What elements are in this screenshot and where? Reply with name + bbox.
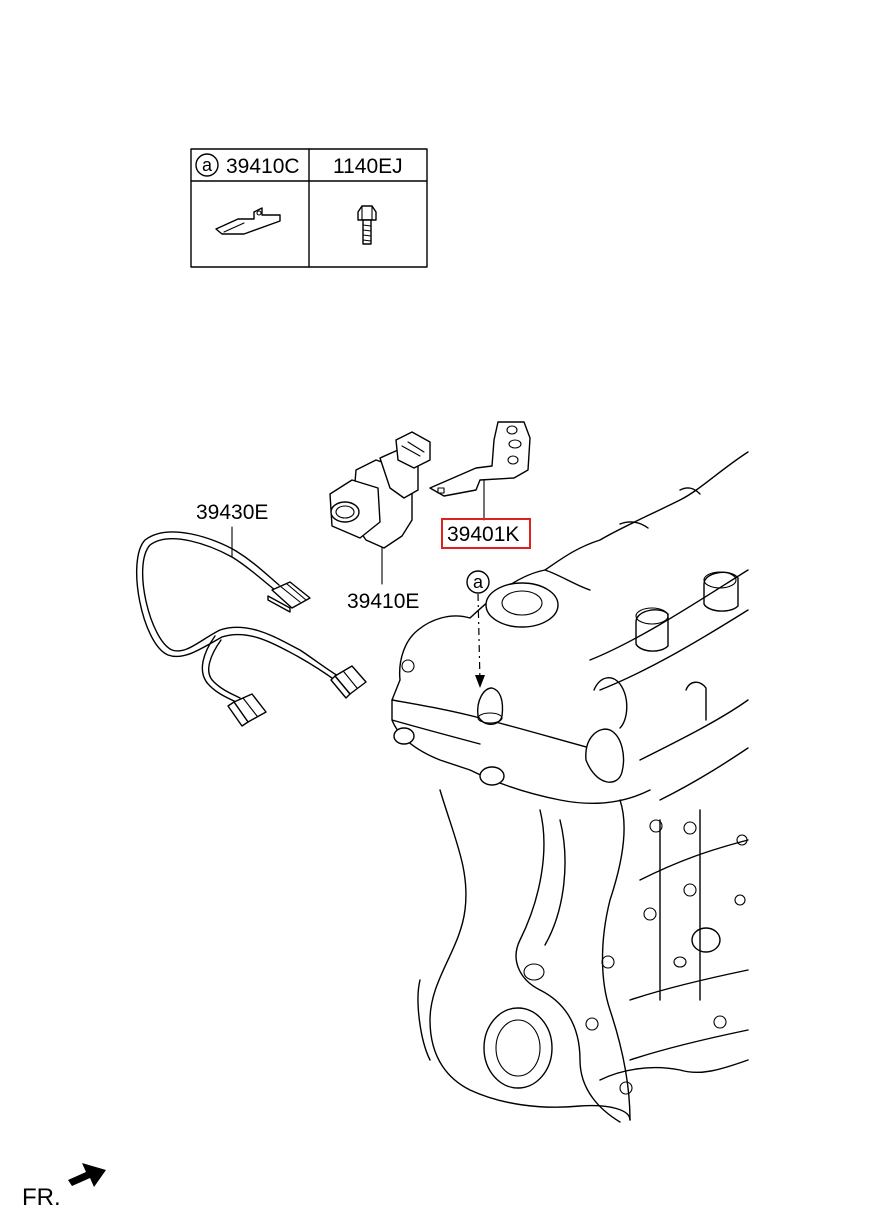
cam-position-sensor[interactable] [329, 431, 431, 585]
callout-39410E[interactable]: 39410E [347, 590, 419, 613]
legend-ref-letter: a [202, 155, 213, 175]
harness-connector-right [330, 665, 367, 699]
bolt-icon [357, 205, 377, 245]
ref-marker: a [466, 570, 490, 688]
ref-marker-circle [466, 570, 490, 594]
ref-marker-arrow-icon [475, 675, 485, 688]
ref-marker-leader [477, 593, 481, 683]
ref-marker-letter: a [473, 572, 484, 592]
legend-part-39410C[interactable]: 39410C [226, 155, 300, 178]
callout-39401K[interactable]: 39401K [447, 523, 519, 546]
front-label: FR. [22, 1184, 61, 1211]
harness-connector-lower [227, 693, 267, 727]
engine-block [391, 451, 749, 1123]
bracket-icon [215, 207, 281, 235]
callout-39430E[interactable]: 39430E [196, 501, 268, 524]
harness-connector-upper [267, 581, 311, 613]
legend-ref-circle [195, 153, 219, 177]
front-direction-indicator: FR. [22, 1163, 106, 1211]
front-arrow-icon [68, 1163, 106, 1187]
legend-part-1140EJ[interactable]: 1140EJ [333, 155, 403, 178]
legend-table: a 39410C 1140EJ [190, 148, 428, 268]
wiring-harness[interactable] [136, 526, 367, 727]
sensor-bracket[interactable] [429, 421, 531, 521]
highlight-box-39401K [441, 518, 531, 549]
